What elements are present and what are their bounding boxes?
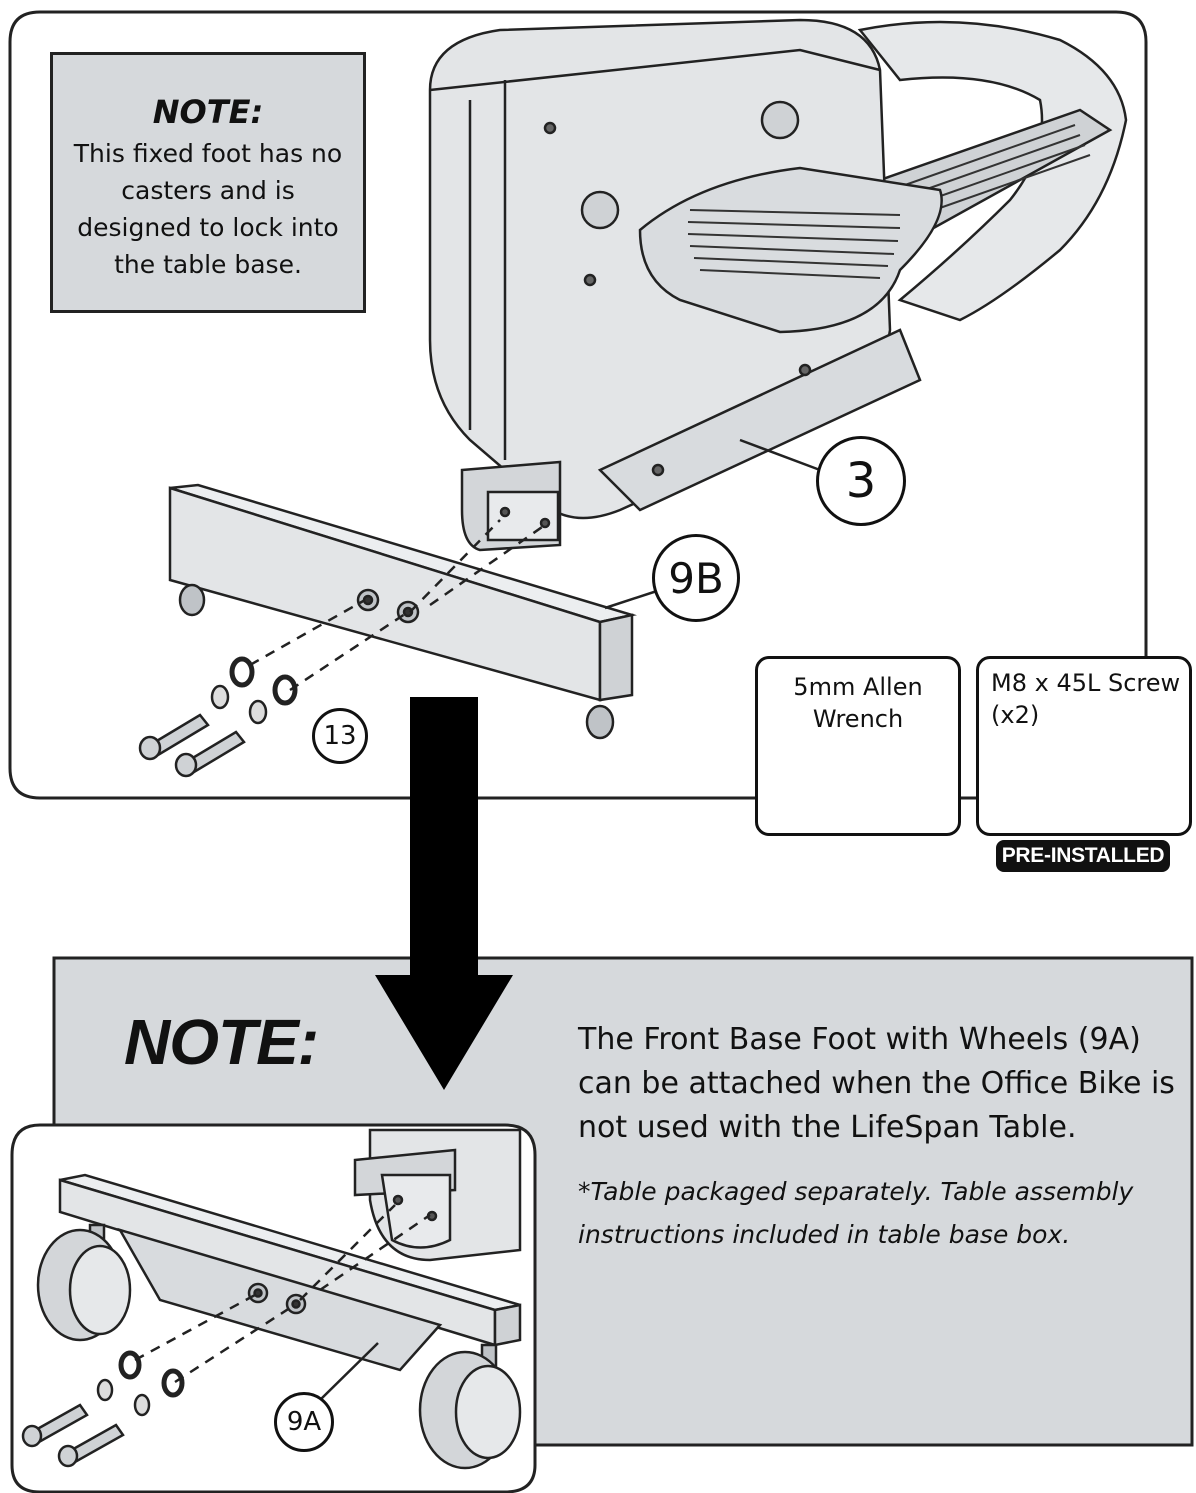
top-note-box: NOTE: This fixed foot has no casters and… <box>50 52 366 313</box>
callout-3: 3 <box>816 436 906 526</box>
wheeled-foot-9a <box>36 1128 522 1470</box>
callout-9b-label: 9B <box>668 553 724 603</box>
top-note-text: This fixed foot has no casters and is de… <box>73 139 343 279</box>
callout-3-label: 3 <box>845 453 877 509</box>
callout-13: 13 <box>312 708 368 764</box>
fixed-foot-9b <box>168 483 637 740</box>
allen-wrench-box: 5mm Allen Wrench <box>755 656 961 836</box>
callout-9b: 9B <box>652 534 740 622</box>
down-arrow <box>375 697 513 1090</box>
hardware-13 <box>138 656 298 778</box>
callout-9a: 9A <box>274 1392 334 1452</box>
bottom-note-title: NOTE: <box>124 1006 319 1078</box>
pre-installed-badge: PRE-INSTALLED <box>996 840 1170 872</box>
callout-13-label: 13 <box>323 721 357 751</box>
hardware-9a <box>21 1350 185 1468</box>
bottom-note-text: The Front Base Foot with Wheels (9A) can… <box>578 1022 1175 1145</box>
callout-9a-label: 9A <box>286 1407 322 1437</box>
screw-box: M8 x 45L Screw (x2) <box>976 656 1192 836</box>
bike-frame-part-3 <box>428 18 1128 552</box>
top-note-title: NOTE: <box>152 93 264 131</box>
allen-wrench-label: 5mm Allen Wrench <box>793 673 923 733</box>
screw-qty: (x2) <box>991 701 1040 729</box>
bottom-note-footnote: *Table packaged separately. Table assemb… <box>578 1177 1134 1249</box>
screw-title: M8 x 45L Screw <box>991 669 1181 697</box>
